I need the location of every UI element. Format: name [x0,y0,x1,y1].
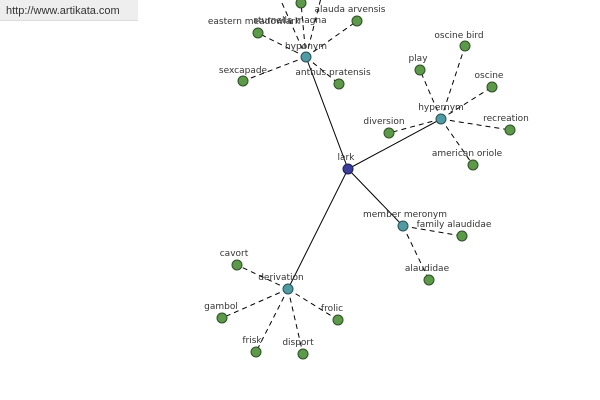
node-recreation[interactable] [504,124,516,136]
node-member-meronym[interactable] [397,220,409,232]
edge-hyponym-sturnella-magna [300,2,307,58]
label-lark[interactable]: lark [338,153,356,163]
edge-derivation [287,168,349,290]
label-hypernym[interactable]: hypernym [418,103,464,113]
edge-hyponym-sexcapade [242,56,307,82]
edge-member-meronym-family-alaudidae [402,225,463,237]
edge-hyponym-hyponym-offscreen-a [280,0,307,58]
label-oscine-bird[interactable]: oscine bird [434,31,483,41]
label-disport[interactable]: disport [282,338,314,348]
label-derivation[interactable]: derivation [258,273,304,283]
label-cavort[interactable]: cavort [220,249,249,259]
nodes-layer [216,0,516,360]
label-hyponym[interactable]: hyponym [285,42,327,52]
label-alauda-arvensis[interactable]: alauda arvensis [315,5,386,15]
edge-derivation-frolic [287,288,339,321]
edge-hyponym [305,56,349,170]
label-gambol[interactable]: gambol [204,302,238,312]
node-hyponym[interactable] [300,51,312,63]
label-oscine[interactable]: oscine [475,71,504,81]
edge-hyponym-hyponym-offscreen-b [305,0,321,58]
label-frisk[interactable]: frisk [242,336,262,346]
node-sexcapade[interactable] [237,75,249,87]
edges-layer [221,0,511,355]
node-american-oriole[interactable] [467,159,479,171]
node-frolic[interactable] [332,314,344,326]
edge-derivation-disport [287,288,304,355]
node-alaudidae[interactable] [423,274,435,286]
node-anthus-pratensis[interactable] [333,78,345,90]
node-oscine-bird[interactable] [459,40,471,52]
site-link[interactable]: http://www.artikata.com [0,0,138,21]
node-frisk[interactable] [250,346,262,358]
edge-hypernym-american-oriole [440,118,474,166]
edge-hypernym-oscine-bird [440,45,466,120]
label-american-oriole[interactable]: american oriole [432,149,503,159]
node-family-alaudidae[interactable] [456,230,468,242]
edge-derivation-gambol [221,288,289,319]
edge-hyponym-anthus-pratensis [305,56,340,85]
label-sexcapade[interactable]: sexcapade [219,66,268,76]
node-cavort[interactable] [231,259,243,271]
node-derivation[interactable] [282,283,294,295]
node-lark[interactable] [342,163,354,175]
edge-derivation-cavort [236,264,289,290]
label-family-alaudidae[interactable]: family alaudidae [417,220,492,230]
node-eastern-meadowlark[interactable] [252,27,264,39]
edge-hyponym-alauda-arvensis [305,20,358,58]
label-frolic[interactable]: frolic [321,304,343,314]
label-alaudidae[interactable]: alaudidae [405,264,450,274]
node-oscine[interactable] [486,81,498,93]
label-recreation[interactable]: recreation [483,114,529,124]
label-anthus-pratensis[interactable]: anthus pratensis [295,68,371,78]
node-play[interactable] [414,64,426,76]
node-hypernym[interactable] [435,113,447,125]
node-alauda-arvensis[interactable] [351,15,363,27]
labels-layer: lark hyponym hypernym member meronym derivat… [204,5,529,348]
edge-member-meronym [347,168,404,227]
edge-member-meronym-alaudidae [402,225,430,281]
edge-hypernym-recreation [440,118,511,131]
label-eastern-meadowlark[interactable]: eastern meadowlark [208,17,301,27]
node-sturnella-magna[interactable] [295,0,307,9]
node-diversion[interactable] [383,127,395,139]
label-diversion[interactable]: diversion [363,117,404,127]
edge-hypernym-oscine [440,86,493,120]
edge-hypernym [347,118,442,170]
edge-derivation-frisk [255,288,289,353]
label-play[interactable]: play [408,54,428,64]
node-disport[interactable] [297,348,309,360]
node-gambol[interactable] [216,312,228,324]
label-sturnella-magna[interactable]: sturnella magna [253,16,326,26]
label-member-meronym[interactable]: member meronym [363,210,447,220]
